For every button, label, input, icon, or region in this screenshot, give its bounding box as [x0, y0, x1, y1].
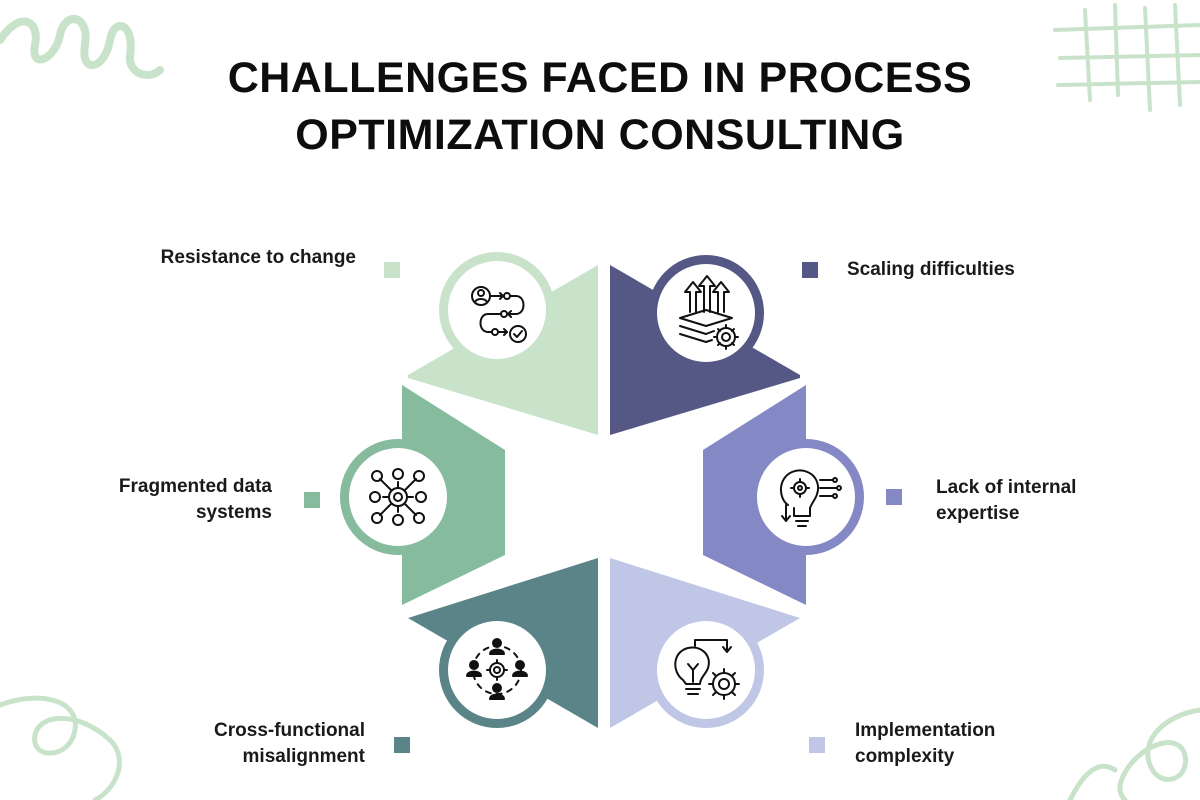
grid-top-right-decoration: [1053, 3, 1200, 112]
circle-cross-functional: [439, 612, 555, 728]
title-line-2: OPTIMIZATION CONSULTING: [295, 111, 905, 159]
label-resistance: Resistance to change: [160, 247, 356, 268]
swirl-bottom-left-decoration: [0, 695, 122, 800]
title-line-1: CHALLENGES FACED IN PROCESS: [227, 54, 973, 102]
bulb-gear-process-icon: [674, 639, 740, 700]
label-expertise: Lack of internal expertise: [936, 477, 1077, 524]
network-hub-icon: [369, 468, 427, 526]
swirl-bottom-right-decoration: [1067, 707, 1200, 800]
circle-resistance: [439, 252, 555, 368]
workflow-icon: [471, 286, 527, 343]
label-cross-functional: Cross-functional misalignment: [214, 720, 365, 767]
label-scaling: Scaling difficulties: [847, 259, 1015, 280]
marker-fragmented: [304, 492, 320, 508]
marker-expertise: [886, 489, 902, 505]
marker-implementation: [809, 737, 825, 753]
page-title: CHALLENGES FACED IN PROCESS OPTIMIZATION…: [0, 50, 1200, 164]
label-implementation: Implementation complexity: [855, 720, 996, 767]
label-fragmented: Fragmented data systems: [118, 476, 272, 523]
team-gear-icon: [466, 638, 528, 700]
marker-cross-functional: [394, 737, 410, 753]
circle-scaling: [648, 255, 764, 371]
idea-gear-bulb-icon: [780, 469, 842, 527]
marker-resistance: [384, 262, 400, 278]
marker-scaling: [802, 262, 818, 278]
circle-expertise: [748, 439, 864, 555]
squiggle-top-left-decoration: [0, 15, 164, 79]
layers-growth-icon: [679, 275, 739, 350]
circle-fragmented: [340, 439, 456, 555]
